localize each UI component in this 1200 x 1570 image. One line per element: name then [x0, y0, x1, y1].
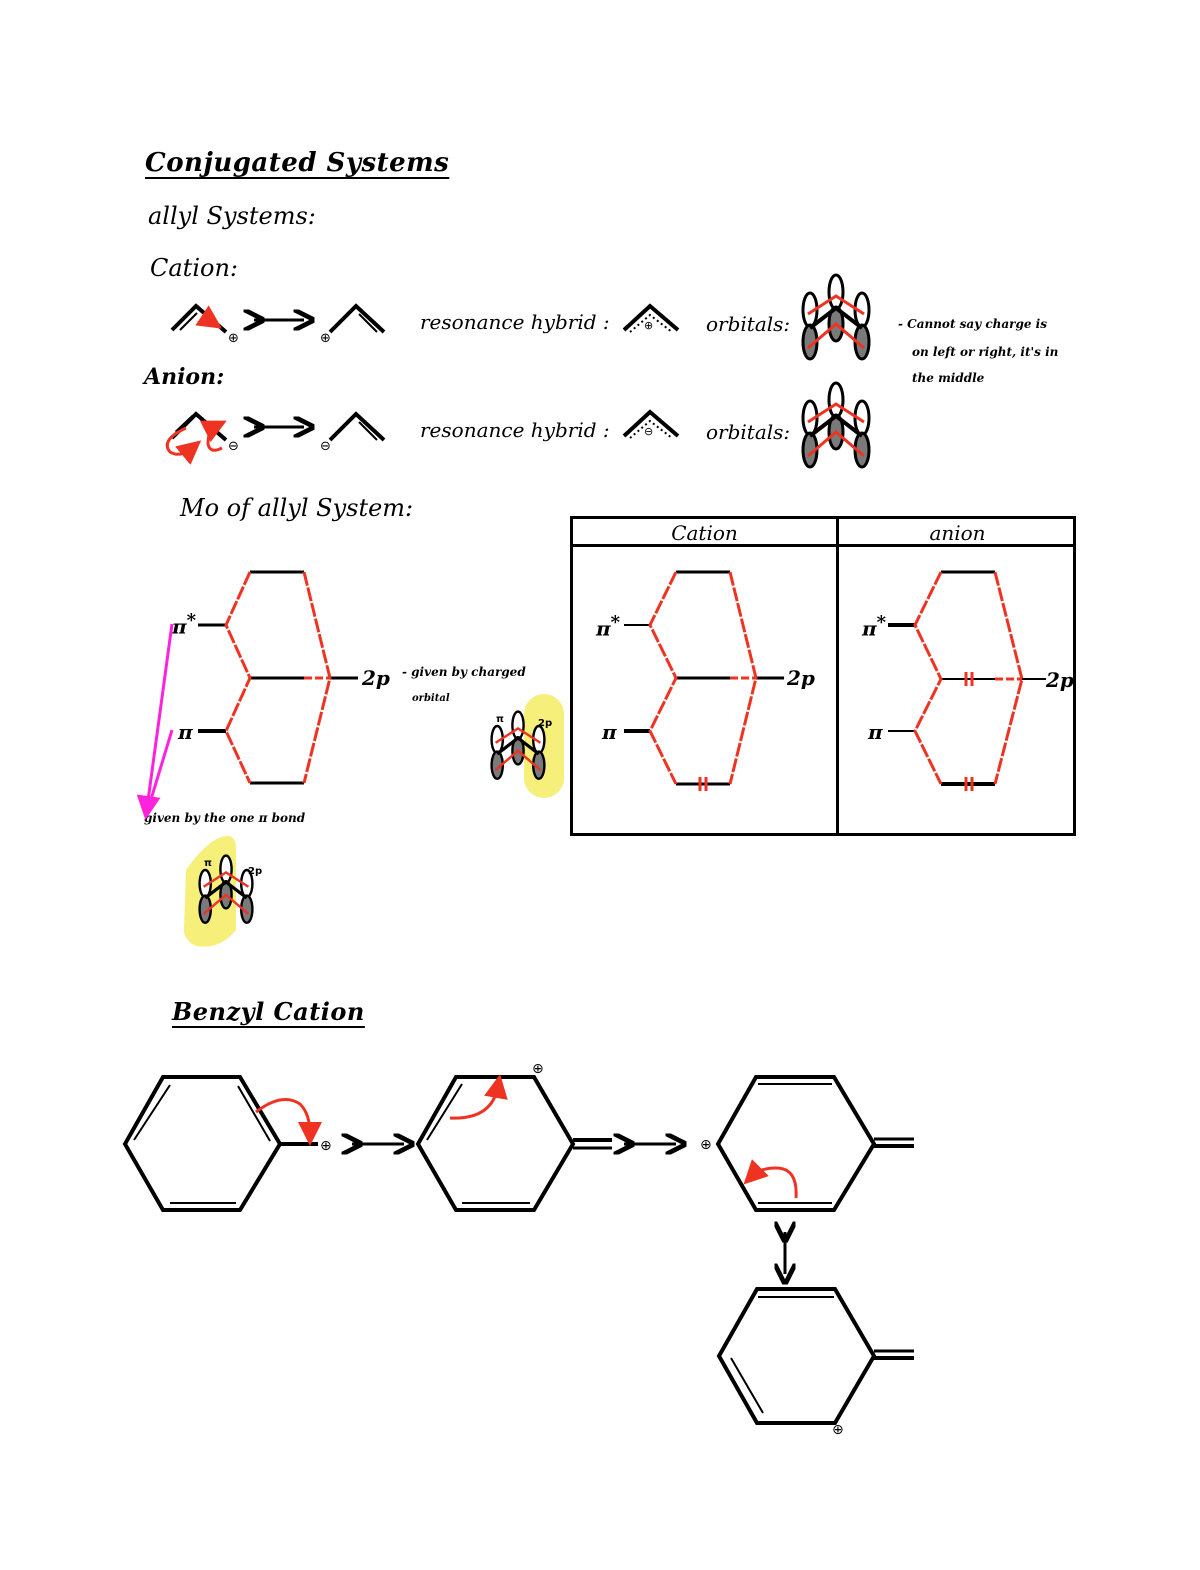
orbital-2p-tag-2: 2p — [248, 866, 262, 877]
cation-pi-electron-pair — [698, 777, 708, 791]
allyl-systems-heading: allyl Systems: — [148, 202, 316, 230]
orbital-2p-tag: 2p — [538, 718, 552, 729]
anion-heading: Anion: — [144, 364, 225, 390]
cation-pi-label: π — [602, 720, 617, 744]
allyl-anion-structure-2: ⊖ — [320, 411, 386, 454]
cation-two-p-label: 2p — [787, 666, 815, 690]
allyl-mo-diagram — [198, 570, 358, 785]
side-note-line-2: on left or right, it's in — [912, 345, 1059, 359]
hybrid-charge-cation: ⊕ — [644, 319, 653, 332]
table-header-cation: Cation — [671, 521, 738, 545]
anion-orbitals-label: orbitals: — [706, 420, 791, 444]
charged-orbital-icon: π 2p — [490, 694, 564, 798]
anion-pi-star-label: π* — [862, 612, 887, 641]
orbital-pi-tag-2: π — [204, 858, 212, 869]
allyl-anion-structure-1: ⊖ — [165, 411, 239, 465]
anion-charge-2: ⊖ — [320, 439, 331, 454]
benzyl-structure-2: ⊕ — [415, 1061, 612, 1212]
mo-heading: Mo of allyl System: — [180, 494, 414, 522]
hybrid-charge-anion: ⊖ — [644, 425, 653, 438]
cation-mo-diagram — [624, 570, 784, 791]
orbital-pi-tag: π — [496, 714, 504, 725]
side-note-line-3: the middle — [912, 371, 985, 385]
allyl-cation-structure-2: ⊕ — [320, 303, 386, 346]
benzyl-charge-1: ⊕ — [320, 1138, 332, 1154]
cation-resonance-hybrid-label: resonance hybrid : — [420, 310, 610, 334]
table-column-divider — [836, 519, 839, 833]
benzyl-cation-heading: Benzyl Cation — [172, 997, 365, 1026]
anion-resonance-hybrid-drawing: ⊖ — [622, 409, 680, 439]
benzyl-structure-1: ⊕ — [122, 1075, 332, 1212]
anion-mo-diagram — [888, 570, 1046, 791]
table-header-anion: anion — [929, 521, 986, 545]
benzyl-charge-4: ⊕ — [832, 1422, 844, 1438]
cation-orbitals-icon — [801, 273, 871, 361]
cation-orbitals-label: orbitals: — [706, 312, 791, 336]
pi-bond-note: given by the one π bond — [144, 811, 306, 825]
benzyl-charge-3: ⊕ — [700, 1137, 712, 1153]
cation-charge-2: ⊕ — [320, 331, 331, 346]
anion-orbitals-icon — [801, 381, 871, 469]
magenta-pointer-arrows — [136, 623, 174, 820]
anion-pi-electron-pair — [964, 777, 974, 791]
anion-resonance-hybrid-label: resonance hybrid : — [420, 418, 610, 442]
cation-charge-1: ⊕ — [228, 331, 239, 346]
two-p-label: 2p — [362, 666, 390, 690]
benzyl-charge-2: ⊕ — [532, 1061, 544, 1077]
table-header-row: Cation anion — [573, 519, 1073, 547]
anion-pi-label: π — [868, 720, 883, 744]
benzyl-structure-3: ⊕ — [700, 1075, 914, 1212]
two-p-note-line-1: - given by charged — [402, 665, 526, 679]
two-p-note-line-2: orbital — [412, 693, 450, 704]
anion-charge-1: ⊖ — [228, 439, 239, 454]
pi-bond-orbital-icon: π 2p — [184, 836, 262, 947]
benzyl-structure-4: ⊕ — [716, 1287, 914, 1438]
cation-resonance-hybrid-drawing: ⊕ — [622, 303, 680, 333]
anion-2p-electron-pair — [964, 672, 974, 686]
page-title: Conjugated Systems — [145, 148, 450, 178]
cation-heading: Cation: — [150, 254, 238, 282]
mo-comparison-table: Cation anion — [570, 516, 1076, 836]
pi-star-label: π* — [172, 610, 197, 639]
allyl-cation-structure-1: ⊕ — [170, 303, 239, 346]
anion-two-p-label: 2p — [1046, 668, 1074, 692]
cation-pi-star-label: π* — [596, 612, 621, 641]
pi-label: π — [178, 720, 193, 744]
side-note-line-1: - Cannot say charge is — [898, 317, 1047, 331]
